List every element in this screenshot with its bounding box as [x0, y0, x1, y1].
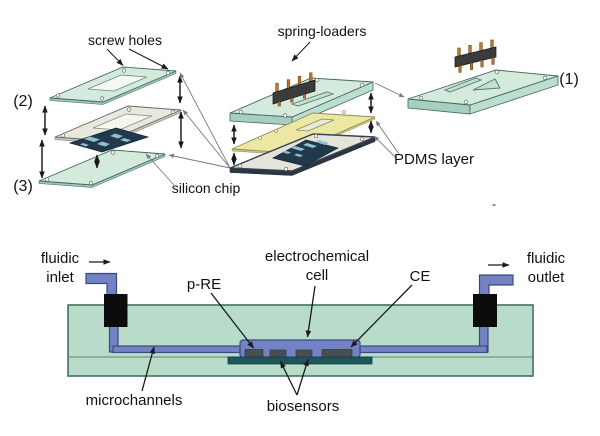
fluidic-outlet-label-line1: fluidic — [527, 250, 566, 267]
screw-hole — [55, 93, 61, 98]
screw-holes-label: screw holes — [88, 32, 162, 48]
screw-hole — [99, 96, 105, 101]
screw-holes-pointer-arrow — [128, 48, 169, 70]
pdms-hole — [342, 110, 346, 114]
screw-hole — [121, 68, 127, 73]
screw-hole — [165, 70, 171, 76]
spring-loader-connector-floating — [454, 39, 497, 73]
microchannels-pointer-arrow — [141, 346, 155, 392]
p-re-electrode — [244, 349, 264, 358]
screw-hole — [542, 75, 548, 81]
screw-hole — [359, 136, 365, 142]
ce-label: CE — [410, 268, 431, 285]
exploded-assembly-panel: screw holes spring-loaders (2) (3) (1) s… — [13, 23, 579, 211]
screw-hole — [88, 180, 94, 186]
assembly-fan-line — [179, 72, 231, 169]
cross-section-panel: fluidic inlet p-RE electrochemical cell … — [41, 248, 566, 415]
middle-stack — [229, 72, 376, 176]
assembly-fan-line — [182, 109, 231, 169]
screw-hole — [154, 153, 160, 159]
plate-3-top-face — [38, 149, 166, 186]
electrochemical-cell-label-line2: cell — [306, 267, 329, 284]
microchannel-left — [112, 345, 241, 354]
plate-1-notch — [472, 78, 501, 91]
pdms-pointer-line — [375, 120, 400, 155]
screw-hole — [359, 82, 365, 88]
inlet-fitting-block — [104, 294, 128, 327]
ce-electrode — [321, 349, 353, 358]
p-re-label: p-RE — [187, 276, 221, 293]
silicon-chip-strip — [227, 356, 373, 365]
left-stack — [38, 66, 184, 188]
cell-pointer-arrow — [305, 285, 316, 338]
pdms-hole — [274, 129, 278, 133]
screw-hole — [60, 133, 66, 138]
part-2-label: (2) — [13, 93, 33, 110]
microchannel-right — [359, 345, 488, 354]
screw-hole — [44, 177, 50, 182]
plate-1-assembly — [407, 39, 559, 115]
electrochemical-cell-label-line1: electrochemical — [265, 248, 369, 265]
screw-hole — [282, 113, 288, 118]
p-re-pointer-arrow — [210, 292, 255, 349]
silicon-chip-label: silicon chip — [172, 180, 241, 196]
to-plate-1-arrow — [374, 82, 405, 98]
outlet-fitting-block — [473, 294, 497, 327]
biosensors-pointer-arrow — [279, 361, 298, 396]
screw-hole — [494, 69, 500, 75]
pdms-layer-label: PDMS layer — [394, 151, 474, 168]
screw-hole — [238, 109, 244, 115]
assembly-fan-line — [168, 153, 231, 169]
biosensor-electrode — [269, 349, 287, 358]
pdms-pointer-line — [373, 135, 397, 159]
screw-holes-pointer-arrow — [106, 48, 124, 66]
biosensor-electrode — [295, 349, 313, 358]
fluidic-outlet-label-line2: outlet — [528, 269, 566, 286]
ce-pointer-arrow — [350, 284, 413, 348]
silicon-chip-pointer-line — [145, 153, 175, 186]
spring-loaders-pointer-arrow — [291, 41, 311, 62]
screw-hole — [463, 99, 469, 105]
screw-hole — [237, 163, 243, 169]
fluidic-inlet-label-line1: fluidic — [41, 250, 80, 267]
pdms-hole — [258, 136, 262, 140]
part-1-label: (1) — [559, 71, 579, 88]
spring-loaders-label: spring-loaders — [278, 23, 367, 39]
screw-hole — [170, 109, 176, 115]
biosensors-pointer-arrow — [296, 359, 309, 396]
spring-loader-connector — [272, 72, 316, 107]
screw-hole — [314, 77, 320, 83]
microchannels-label: microchannels — [86, 392, 183, 409]
part-3-label: (3) — [13, 178, 33, 195]
screw-hole — [283, 166, 289, 172]
silicon-chip-left — [68, 127, 150, 153]
screw-hole — [110, 150, 116, 155]
holder-top-slot — [290, 91, 335, 107]
screw-hole — [418, 95, 424, 101]
plate-1-slot — [443, 77, 483, 93]
screw-hole — [126, 107, 132, 112]
stray-dash: - — [492, 197, 496, 211]
fluidic-inlet-label-line2: inlet — [46, 269, 74, 286]
biosensors-label: biosensors — [267, 398, 340, 415]
spacer-plate-window-cutout — [92, 113, 153, 131]
pdms-slot-cutout — [295, 118, 335, 132]
silicon-chip-middle — [272, 139, 339, 167]
screw-hole — [313, 133, 319, 139]
plate-2-window-cutout — [87, 74, 148, 92]
